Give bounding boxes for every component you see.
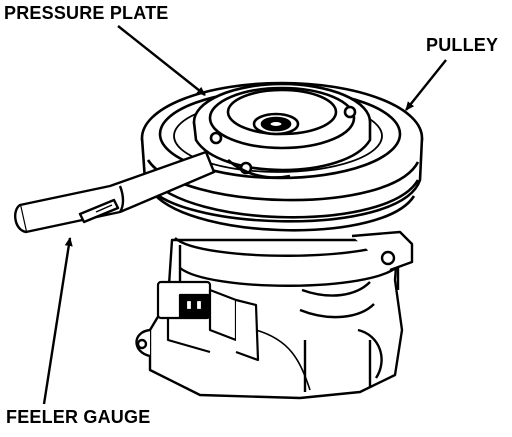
feeler-gauge	[14, 150, 216, 234]
pressure-plate	[192, 82, 372, 179]
leader-pressure-plate	[117, 25, 206, 96]
label-feeler-gauge: FEELER GAUGE	[4, 407, 153, 427]
connector-block	[156, 280, 311, 391]
leader-feeler-gauge	[42, 237, 73, 405]
compressor-body	[135, 230, 414, 400]
label-pulley: PULLEY	[424, 35, 501, 55]
callout-leaders	[42, 25, 447, 405]
leader-pulley	[405, 59, 447, 111]
label-pressure-plate: PRESSURE PLATE	[2, 3, 171, 23]
